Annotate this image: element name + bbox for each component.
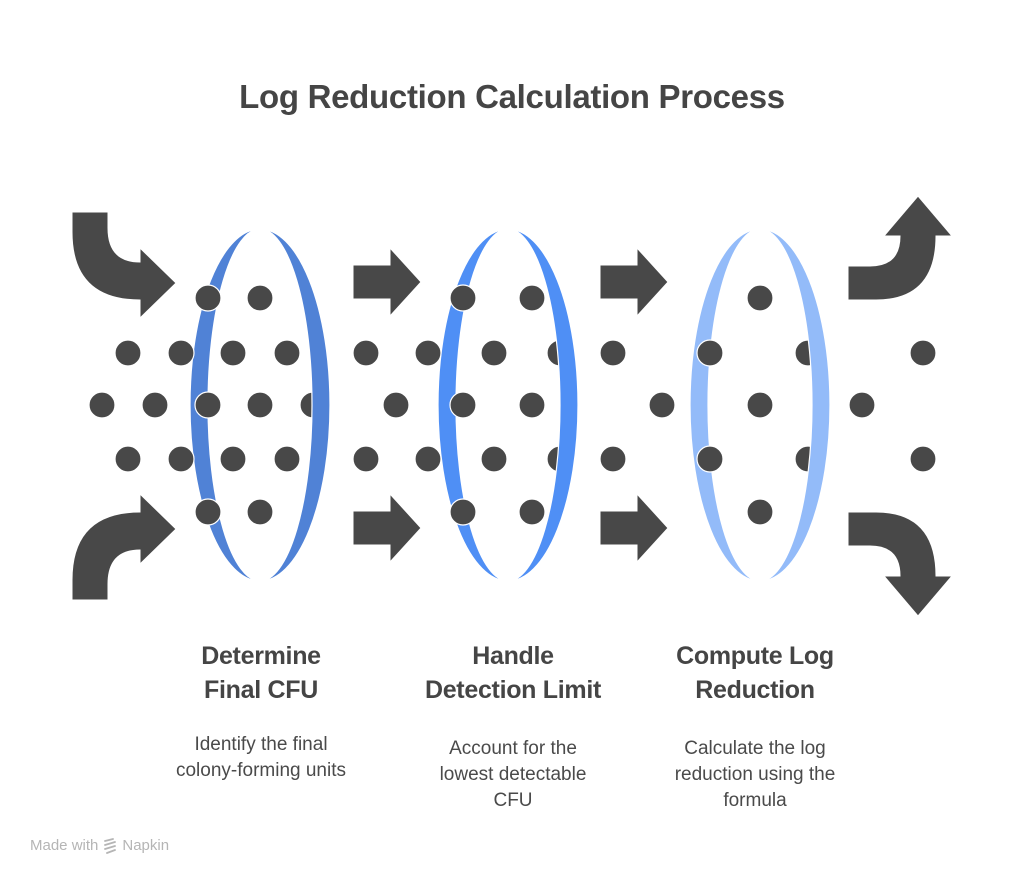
curved-arrow-up-right-icon (71, 492, 177, 601)
curved-arrow-up-icon (847, 195, 954, 301)
step-description-line: Account for the (449, 738, 577, 759)
step-title-line: Handle (472, 642, 554, 670)
arrow-right-icon (352, 492, 422, 564)
step-description-line: colony-forming units (175, 760, 347, 781)
particle-dot (194, 498, 222, 526)
step-title: Compute Log Reduction (635, 639, 875, 707)
particle-dot (194, 284, 222, 312)
particle-dot (273, 339, 301, 367)
step-description-line: CFU (493, 790, 533, 811)
particle-dot (352, 339, 380, 367)
particle-dot (449, 391, 477, 419)
particle-dot (141, 391, 169, 419)
particle-dot (114, 339, 142, 367)
particle-dot (909, 339, 937, 367)
curved-arrow-down-icon (847, 511, 954, 617)
particle-dot (414, 445, 442, 473)
step-title: Handle Detection Limit (393, 639, 633, 707)
particle-dot (449, 284, 477, 312)
particle-dot (382, 391, 410, 419)
particle-dot (88, 391, 116, 419)
step-description-line: reduction using the (674, 764, 836, 785)
step-title: Determine Final CFU (141, 639, 381, 707)
step-compute-log-reduction: Compute Log Reduction Calculate the log … (635, 639, 875, 814)
diagram-title: Log Reduction Calculation Process (239, 78, 785, 115)
particle-dot (518, 284, 546, 312)
particle-dot (246, 498, 274, 526)
step-title-line: Detection Limit (424, 676, 602, 704)
made-with-label: Made with (30, 837, 99, 854)
flow-arrows (71, 195, 954, 617)
step-description-line: formula (723, 790, 787, 811)
particle-dot (696, 339, 724, 367)
step-description: Identify the final colony-forming units (141, 732, 381, 784)
particle-dot (909, 445, 937, 473)
particle-dot (219, 445, 247, 473)
particle-dot (246, 391, 274, 419)
step-description: Account for the lowest detectable CFU (393, 736, 633, 814)
napkin-brand-label[interactable]: Napkin (122, 837, 170, 854)
step-determine-final-cfu: Determine Final CFU Identify the final c… (141, 639, 381, 784)
particle-dot (848, 391, 876, 419)
particle-dot (599, 339, 627, 367)
step-title-line: Compute Log (676, 642, 834, 670)
arrow-right-icon (599, 246, 669, 318)
filter-rings-front (259, 228, 831, 582)
step-title-line: Determine (201, 642, 321, 670)
particle-dot (746, 284, 774, 312)
step-description-line: lowest detectable (439, 764, 587, 785)
particle-dot (352, 445, 380, 473)
particle-dot (518, 391, 546, 419)
filter-ring-right-half (759, 228, 831, 582)
napkin-logo-icon (104, 837, 117, 854)
filter-ring-right-half (259, 228, 331, 582)
particle-dot (167, 445, 195, 473)
particle-dot (599, 445, 627, 473)
particle-dot (518, 498, 546, 526)
step-description: Calculate the log reduction using the fo… (635, 736, 875, 814)
particle-dot (480, 445, 508, 473)
particle-dot (696, 445, 724, 473)
particle-dot (194, 391, 222, 419)
step-title-line: Reduction (695, 676, 815, 704)
particle-dot (648, 391, 676, 419)
particle-dot (273, 445, 301, 473)
filter-rings-back (189, 228, 761, 582)
footer-attribution: Made with Napkin (30, 837, 169, 854)
particle-dot (746, 391, 774, 419)
particle-dot (246, 284, 274, 312)
step-title-line: Final CFU (204, 676, 318, 704)
particle-dot (449, 498, 477, 526)
step-handle-detection-limit: Handle Detection Limit Account for the l… (393, 639, 633, 814)
particle-dot (114, 445, 142, 473)
curved-arrow-down-right-icon (71, 211, 177, 320)
particle-dot (167, 339, 195, 367)
arrow-right-icon (352, 246, 422, 318)
step-description-line: Calculate the log (684, 738, 826, 759)
particle-dot (746, 498, 774, 526)
particle-dot (480, 339, 508, 367)
arrow-right-icon (599, 492, 669, 564)
particle-dot (414, 339, 442, 367)
particle-dot (219, 339, 247, 367)
filter-ring-right-half (507, 228, 579, 582)
step-description-line: Identify the final (194, 734, 328, 755)
